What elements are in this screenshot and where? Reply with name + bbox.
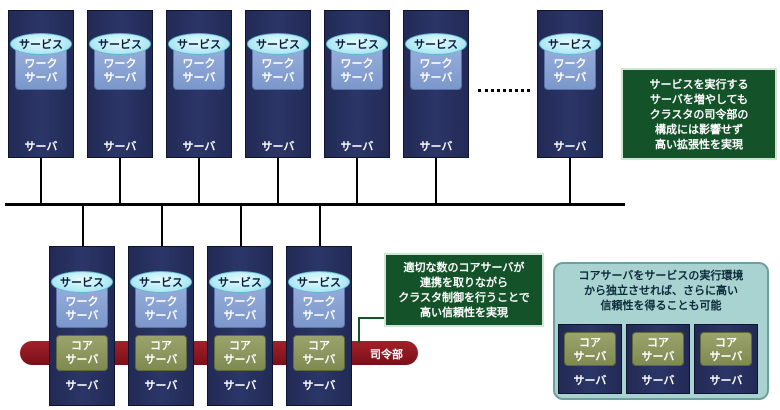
service-ellipse: サービス: [209, 271, 271, 293]
core-box: コアサーバ: [293, 335, 345, 371]
server-label: サーバ: [302, 379, 336, 392]
core-label-2: サーバ: [65, 353, 99, 366]
connector-line: [240, 205, 242, 247]
core-box: コアサーバ: [214, 335, 266, 371]
work-label-2: サーバ: [24, 71, 58, 84]
callout-connector: [358, 317, 386, 319]
core-label-2: サーバ: [302, 353, 336, 366]
server-label: サーバ: [709, 374, 743, 387]
work-label-1: ワーク: [24, 57, 58, 70]
core-label-1: コア: [150, 339, 172, 352]
callout-line: サーバを増やしても: [649, 92, 748, 106]
connector-line: [40, 158, 42, 204]
work-label-1: ワーク: [553, 57, 587, 70]
service-ellipse: サービス: [168, 33, 230, 55]
panel-title: コアサーバをサービスの実行環境 から独立させれば、さらに高い 信頼性を得ることも…: [555, 268, 767, 313]
core-box: コアサーバ: [700, 332, 752, 366]
callout-line: クラスタの司令部の: [649, 107, 749, 121]
work-label-1: ワーク: [340, 57, 374, 70]
server-label: サーバ: [261, 140, 295, 153]
work-label-2: サーバ: [182, 71, 216, 84]
panel-title-line: 信頼性を得ることも可能: [600, 299, 722, 312]
connector-line: [119, 158, 121, 204]
core-label-1: コア: [579, 336, 601, 349]
connector-line: [319, 205, 321, 247]
core-label-1: コア: [647, 336, 669, 349]
work-label-1: ワーク: [65, 295, 99, 308]
core-label-2: サーバ: [573, 350, 607, 363]
work-label-2: サーバ: [553, 71, 587, 84]
core-label-1: コア: [308, 339, 330, 352]
work-label-2: サーバ: [302, 309, 336, 322]
callout-line: サービスを実行する: [649, 77, 749, 91]
work-label-1: ワーク: [419, 57, 453, 70]
work-label-2: サーバ: [261, 71, 295, 84]
connector-line: [356, 158, 358, 204]
service-ellipse: サービス: [405, 33, 467, 55]
core-label-2: サーバ: [641, 350, 675, 363]
core-box: コアサーバ: [56, 335, 108, 371]
core-label-1: コア: [71, 339, 93, 352]
connector-line: [435, 158, 437, 204]
work-label-2: サーバ: [223, 309, 257, 322]
core-box: コアサーバ: [564, 332, 616, 366]
core-label-2: サーバ: [223, 353, 257, 366]
callout-line: 適切な数のコアサーバが: [403, 261, 525, 274]
work-label-2: サーバ: [103, 71, 137, 84]
service-ellipse: サービス: [326, 33, 388, 55]
core-label-1: コア: [229, 339, 251, 352]
connector-line: [277, 158, 279, 204]
callout-line: 構成には影響せず: [655, 122, 743, 136]
service-ellipse: サービス: [51, 271, 113, 293]
service-ellipse: サービス: [539, 33, 601, 55]
callout-scale-out: サービスを実行する サーバを増やしても クラスタの司令部の 構成には影響せず 高…: [621, 68, 777, 160]
server-label: サーバ: [553, 140, 587, 153]
core-label-2: サーバ: [709, 350, 743, 363]
service-ellipse: サービス: [10, 33, 72, 55]
callout-line: 高い信頼性を実現: [419, 306, 508, 319]
work-label-2: サーバ: [419, 71, 453, 84]
service-ellipse: サービス: [247, 33, 309, 55]
service-ellipse: サービス: [288, 271, 350, 293]
command-band-label: 司令部: [370, 348, 403, 361]
connector-line: [82, 205, 84, 247]
work-label-1: ワーク: [144, 295, 178, 308]
server-label: サーバ: [641, 374, 675, 387]
work-label-1: ワーク: [302, 295, 336, 308]
work-label-2: サーバ: [65, 309, 99, 322]
server-label: サーバ: [65, 379, 99, 392]
callout-reliability: 適切な数のコアサーバが 連携を取りながら クラスタ制御を行うことで 高い信頼性を…: [384, 253, 544, 327]
panel-title-line: コアサーバをサービスの実行環境: [578, 269, 744, 282]
service-ellipse: サービス: [130, 271, 192, 293]
server-label: サーバ: [182, 140, 216, 153]
connector-line: [161, 205, 163, 247]
server-label: サーバ: [24, 140, 58, 153]
server-label: サーバ: [144, 379, 178, 392]
ellipsis-dots: [478, 89, 530, 92]
callout-connector: [358, 317, 360, 343]
work-label-1: ワーク: [261, 57, 295, 70]
callout-line: クラスタ制御を行うことで: [398, 291, 530, 304]
callout-line: 連携を取りながら: [419, 276, 508, 289]
panel-title-line: から独立させれば、さらに高い: [584, 284, 738, 297]
work-label-1: ワーク: [103, 57, 137, 70]
service-ellipse: サービス: [89, 33, 151, 55]
core-label-2: サーバ: [144, 353, 178, 366]
server-label: サーバ: [103, 140, 137, 153]
server-label: サーバ: [419, 140, 453, 153]
core-box: コアサーバ: [135, 335, 187, 371]
server-label: サーバ: [573, 374, 607, 387]
core-box: コアサーバ: [632, 332, 684, 366]
network-bus: [5, 203, 625, 206]
work-label-2: サーバ: [144, 309, 178, 322]
server-label: サーバ: [223, 379, 257, 392]
work-label-1: ワーク: [223, 295, 257, 308]
callout-line: 高い拡張性を実現: [655, 137, 743, 151]
connector-line: [198, 158, 200, 204]
server-label: サーバ: [340, 140, 374, 153]
work-label-2: サーバ: [340, 71, 374, 84]
connector-line: [569, 158, 571, 204]
work-label-1: ワーク: [182, 57, 216, 70]
core-label-1: コア: [715, 336, 737, 349]
